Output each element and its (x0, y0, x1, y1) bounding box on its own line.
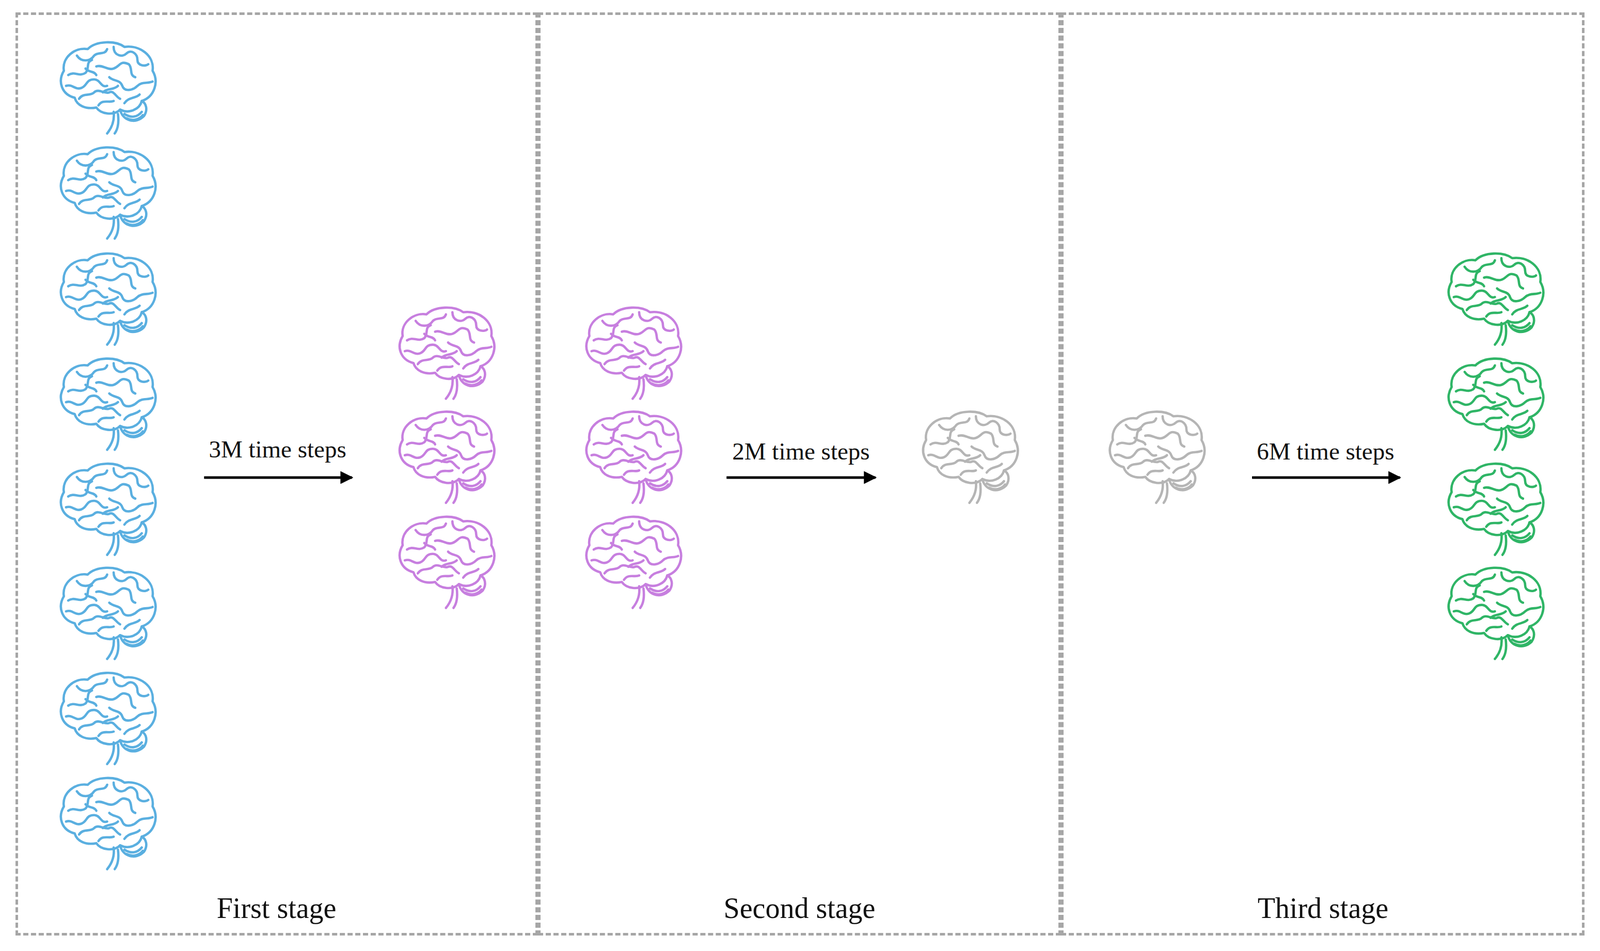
brain-icon (60, 42, 156, 134)
brain-icon (1448, 253, 1544, 345)
brain-icon (60, 253, 156, 345)
brain-icon (60, 147, 156, 239)
brain-icon (60, 567, 156, 660)
brain-icon (1110, 411, 1205, 503)
brain-icon (60, 672, 156, 765)
brain-icon (586, 516, 681, 609)
stage-panel: First stage (15, 12, 538, 937)
stage-label: Second stage (540, 891, 1059, 925)
arrow (203, 476, 353, 479)
brain-icon (1448, 567, 1544, 660)
arrow-label: 2M time steps (732, 437, 870, 466)
brain-icon (923, 411, 1018, 503)
stage-panel: Third stage (1060, 12, 1585, 937)
brain-icon (586, 307, 681, 400)
brain-icon (399, 307, 495, 400)
brain-icon (60, 463, 156, 556)
brain-icon (399, 516, 495, 609)
brain-icon (399, 411, 495, 503)
stage-label: Third stage (1063, 891, 1582, 925)
brain-icon (1448, 463, 1544, 556)
stage-label: First stage (18, 891, 536, 925)
brain-icon (60, 778, 156, 870)
arrow-label: 6M time steps (1256, 437, 1394, 466)
arrow (726, 476, 876, 479)
brain-icon (1448, 358, 1544, 451)
stage-panel: Second stage (537, 12, 1062, 937)
arrow-label: 3M time steps (208, 435, 346, 464)
brain-icon (60, 358, 156, 451)
arrow (1252, 476, 1401, 479)
brain-icon (586, 411, 681, 503)
